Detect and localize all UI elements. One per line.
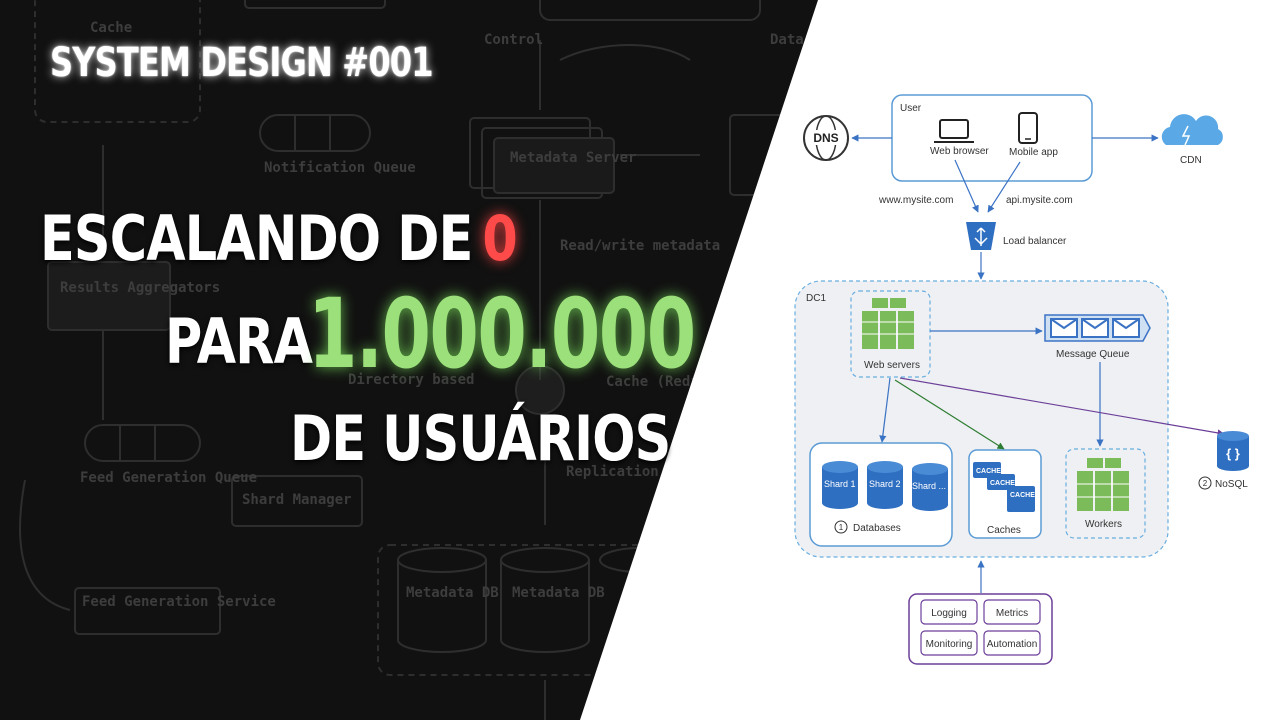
user-box xyxy=(891,94,1093,182)
bg-label-feed-service: Feed Generation Service xyxy=(82,594,276,610)
web-browser-label: Web browser xyxy=(930,146,989,157)
dns-label: DNS xyxy=(813,131,838,145)
user-label: User xyxy=(900,103,922,114)
bg-label-metadata-db-1: Metadata DB xyxy=(406,585,499,601)
api-label: api.mysite.com xyxy=(1006,195,1073,206)
metrics-label: Metrics xyxy=(996,608,1028,619)
bg-label-control: Control xyxy=(484,32,543,48)
monitoring-label: Monitoring xyxy=(926,639,973,650)
headline-million: 1.000.000 xyxy=(308,278,696,390)
shard-2-icon xyxy=(867,461,903,509)
svg-text:{ }: { } xyxy=(1226,446,1240,461)
cache-tag-2: CACHE xyxy=(990,480,1015,487)
bg-label-cache: Cache xyxy=(90,20,132,36)
bg-label-metadata-db-2: Metadata DB xyxy=(512,585,605,601)
monitoring-box xyxy=(920,630,978,656)
cache-tag-3: CACHE xyxy=(1010,492,1035,499)
bg-label-data: Data xyxy=(770,32,804,48)
logging-label: Logging xyxy=(931,608,967,619)
shard-1-label: Shard 1 xyxy=(824,479,856,489)
web-servers-label: Web servers xyxy=(864,360,920,371)
web-servers-box xyxy=(850,290,931,378)
bg-label-metadata-server: Metadata Server xyxy=(510,150,636,166)
nosql-number: 2 xyxy=(1203,479,1208,488)
automation-box xyxy=(983,630,1041,656)
headline-users-text: DE USUÁRIOS xyxy=(290,402,671,475)
bg-label-results-aggregators: Results Aggregators xyxy=(60,280,220,296)
databases-label: Databases xyxy=(853,523,901,534)
shard-n-label: Shard ... xyxy=(912,481,946,491)
www-label: www.mysite.com xyxy=(878,195,953,206)
load-balancer-icon xyxy=(966,222,996,250)
cdn-label: CDN xyxy=(1180,155,1202,166)
bg-label-notification-queue: Notification Queue xyxy=(264,160,416,176)
databases-number: 1 xyxy=(839,523,844,532)
bg-label-read-write: Read/write metadata xyxy=(560,238,720,254)
headline-from-text: ESCALANDO DE xyxy=(40,202,473,275)
phone-icon xyxy=(1018,112,1038,144)
logging-box xyxy=(920,599,978,625)
automation-label: Automation xyxy=(987,639,1038,650)
metrics-box xyxy=(983,599,1041,625)
laptop-icon xyxy=(934,119,974,143)
message-queue-icon xyxy=(1044,314,1151,342)
message-queue-label: Message Queue xyxy=(1056,349,1130,360)
workers-label: Workers xyxy=(1085,519,1122,530)
bg-label-feed-queue: Feed Generation Queue xyxy=(80,470,257,486)
headline-to-text: PARA xyxy=(165,305,313,378)
shard-1-icon xyxy=(822,461,858,509)
cache-tag-1: CACHE xyxy=(976,468,1001,475)
web-servers-icon xyxy=(862,298,914,349)
bg-label-directory: Directory based xyxy=(348,372,474,388)
cloud-icon xyxy=(1161,114,1223,146)
workers-icon xyxy=(1077,458,1129,511)
bg-label-shard-manager: Shard Manager xyxy=(242,492,352,508)
nosql-db-icon xyxy=(1217,431,1249,471)
nosql-label: NoSQL xyxy=(1215,479,1248,490)
mobile-app-label: Mobile app xyxy=(1009,147,1058,158)
cache-icons xyxy=(973,462,1035,512)
series-title: SYSTEM DESIGN #001 xyxy=(50,40,434,86)
dc1-label: DC1 xyxy=(806,293,826,304)
shard-2-label: Shard 2 xyxy=(869,479,901,489)
dns-globe-icon xyxy=(803,115,849,161)
load-balancer-label: Load balancer xyxy=(1003,236,1067,247)
headline-zero: 0 xyxy=(482,202,517,275)
shard-n-icon xyxy=(912,463,948,511)
workers-box xyxy=(1065,448,1146,539)
caches-label: Caches xyxy=(987,525,1021,536)
